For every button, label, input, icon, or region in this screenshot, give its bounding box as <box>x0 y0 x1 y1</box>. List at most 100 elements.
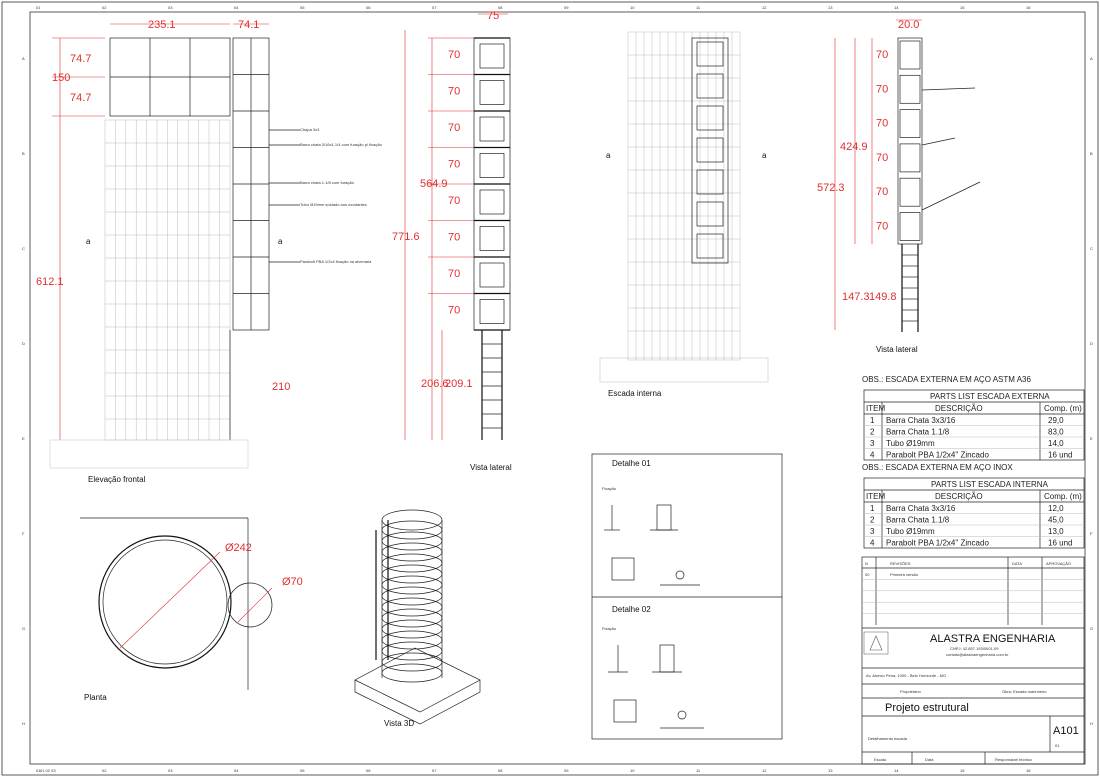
parts-list-2-title: PARTS LIST ESCADA INTERNA <box>931 480 1049 489</box>
parts-area: OBS.: ESCADA EXTERNA EM AÇO ASTM A36 PAR… <box>862 375 1085 549</box>
internal-view-title: Escada interna <box>608 389 662 398</box>
row-label: E <box>22 436 25 441</box>
dim-front-top-a: 74.7 <box>70 53 91 65</box>
column-label: 04 <box>234 5 239 10</box>
parts-list-2 <box>863 477 1085 549</box>
detail-1-title: Detalhe 01 <box>612 459 651 468</box>
row-label: B <box>22 151 25 156</box>
parts-row-comp: 45,0 <box>1048 516 1064 525</box>
dim-lateral-cage: 564.9 <box>420 178 448 190</box>
column-label: 09 <box>564 768 569 773</box>
parts-list-2-h-desc: DESCRIÇÃO <box>935 492 983 501</box>
front-notes: Chapa 3x3 Barra chata 3/16x1.1/4 com fur… <box>269 127 383 264</box>
row-label: E <box>1090 436 1093 441</box>
front-note-5: Parabolt PBA 1/2x4 fixação na alvenaria <box>300 259 372 264</box>
parts-list-1-h-comp: Comp. (m) <box>1044 404 1082 413</box>
front-elevation: 235.1 74.1 74.7 150 74.7 612.1 210 a a C… <box>36 19 383 484</box>
rev-row-desc: Primeira versão <box>890 572 919 577</box>
internal-section-mark-left: a <box>606 151 611 160</box>
parts-row-desc: Barra Chata 1.1/8 <box>886 428 950 437</box>
parts-row-desc: Barra Chata 1.1/8 <box>886 516 950 525</box>
parts-row-comp: 16 und <box>1048 451 1072 460</box>
dim-plan-cage-diameter: Ø70 <box>282 576 303 588</box>
dim-right-step: 70 <box>876 221 888 233</box>
detail-1: Detalhe 01 Fixação <box>602 459 700 586</box>
dim-front-top-total: 150 <box>52 72 70 84</box>
section-mark-a-left: a <box>86 237 91 246</box>
parts-list-1-h-item: ITEM <box>866 404 885 413</box>
rev-h-n: N <box>865 561 868 566</box>
row-label: A <box>22 56 25 61</box>
column-label: 10 <box>630 768 635 773</box>
parts-row-desc: Tubo Ø19mm <box>886 527 935 536</box>
title-block: N REVISÕES DATA APROVAÇÃO 00 Primeira ve… <box>861 556 1085 765</box>
front-note-1: Chapa 3x3 <box>300 127 320 132</box>
column-label: 03 <box>168 5 173 10</box>
detail-2-title: Detalhe 02 <box>612 605 651 614</box>
rev-row-n: 00 <box>865 572 870 577</box>
plan-view: Ø242 Ø70 Planta <box>80 517 303 702</box>
column-label: 03 <box>168 768 173 773</box>
parts-row-desc: Parabolt PBA 1/2x4" Zincado <box>886 451 989 460</box>
dim-plan-diameter: Ø242 <box>225 542 252 554</box>
dim-front-height: 612.1 <box>36 276 64 288</box>
column-label: 16 <box>1026 768 1031 773</box>
column-label: 06 <box>366 5 371 10</box>
dim-lateral-bottom-b: 209.1 <box>445 378 473 390</box>
front-note-2: Barra chata 3/16x1.1/4 com furação p/ fi… <box>300 142 383 147</box>
column-label: 16 <box>1026 5 1031 10</box>
column-label: 15 <box>960 5 965 10</box>
dim-right-total: 572.3 <box>817 182 845 194</box>
project-title: Projeto estrutural <box>885 702 969 714</box>
lateral-view-title: Vista lateral <box>470 463 512 472</box>
company-address: Av. Afonso Pena, 1000 - Belo Horizonte -… <box>866 673 946 678</box>
dim-right-bottom-b: 149.8 <box>869 291 897 303</box>
section-mark-a-right: a <box>278 237 283 246</box>
lateral-cage-rungs <box>474 37 510 331</box>
company-logo <box>863 631 889 655</box>
parts-row-item: 3 <box>870 439 875 448</box>
parts-row-comp: 14,0 <box>1048 439 1064 448</box>
bottom-note: 01 02 03 <box>40 768 56 773</box>
row-label: G <box>1090 626 1093 631</box>
right-cage <box>897 37 923 245</box>
dim-lateral-step: 70 <box>448 305 460 317</box>
dim-right-width: 20.0 <box>898 19 919 31</box>
detail-1-label: Fixação <box>602 486 617 491</box>
parts-row-desc: Tubo Ø19mm <box>886 439 935 448</box>
detail-2-label: Fixação <box>602 626 617 631</box>
company-name: ALASTRA ENGENHARIA <box>930 633 1056 645</box>
row-label: C <box>1090 246 1093 251</box>
owner-label: Proprietário <box>900 689 921 694</box>
column-label: 01 <box>36 5 41 10</box>
dim-lateral-step: 70 <box>448 86 460 98</box>
rev-h-data: DATA <box>1012 561 1022 566</box>
dim-right-step: 70 <box>876 152 888 164</box>
row-label: D <box>22 341 25 346</box>
dim-front-cage-width: 74.1 <box>238 19 259 31</box>
column-label: 06 <box>366 768 371 773</box>
parts-row-comp: 83,0 <box>1048 428 1064 437</box>
footer-responsible: Responsável técnico <box>995 757 1033 762</box>
sheet-sub: 01 <box>1055 743 1060 748</box>
row-label: H <box>1090 721 1093 726</box>
row-label: D <box>1090 341 1093 346</box>
parts-row-item: 4 <box>870 539 875 548</box>
internal-section-mark-right: a <box>762 151 767 160</box>
dim-right-bottom-a: 147.3 <box>842 291 870 303</box>
column-label: 13 <box>828 768 833 773</box>
row-label: C <box>22 246 25 251</box>
iso-rings <box>375 520 443 683</box>
details-panel: Detalhe 01 Fixação Detalhe 02 Fixação <box>591 453 783 740</box>
parts-row-comp: 29,0 <box>1048 416 1064 425</box>
parts-row-item: 1 <box>870 504 875 513</box>
column-label: 05 <box>300 5 305 10</box>
site-label: Obra: Escada marinheiro <box>1002 689 1047 694</box>
parts-row-item: 3 <box>870 527 875 536</box>
dim-right-step: 70 <box>876 49 888 61</box>
